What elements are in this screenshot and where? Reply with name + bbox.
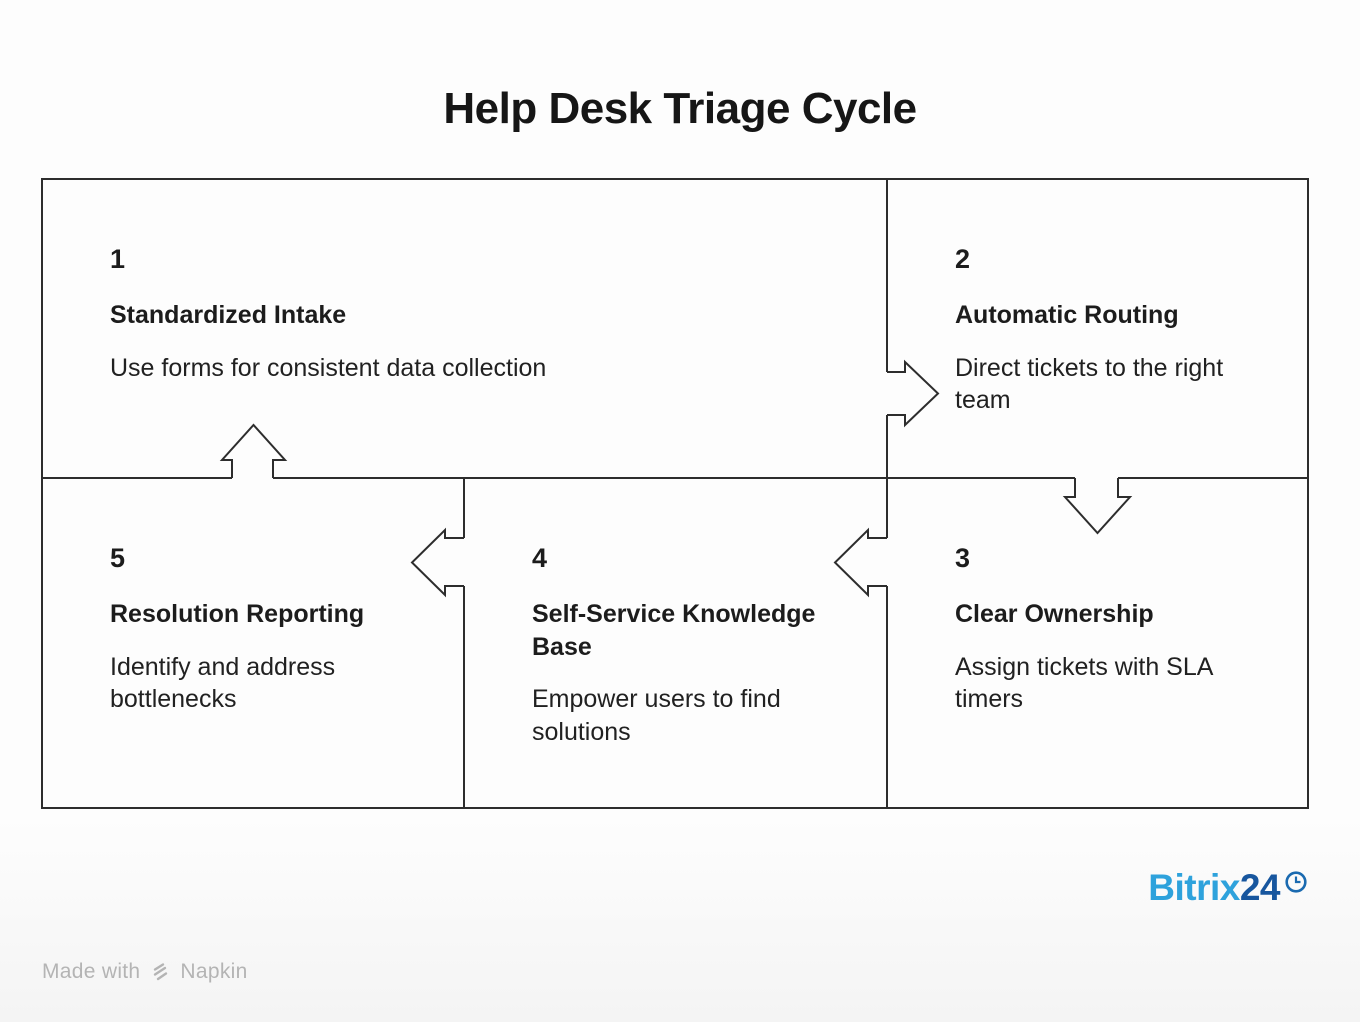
arrow-1-to-2 [887,359,940,428]
clock-icon [1285,871,1307,893]
step-title: Clear Ownership [955,600,1154,628]
made-with-napkin: Made with Napkin [42,960,248,984]
step-title: Resolution Reporting [110,600,365,628]
step-number: 1 [110,244,126,274]
arrow-5-to-1 [219,423,288,478]
bitrix-logo-text: Bitrix [1148,867,1240,908]
step-box-2: 2 Automatic Routing Direct tickets to th… [887,179,1308,417]
step-description: Direct tickets to the right team [955,353,1224,415]
page-title: Help Desk Triage Cycle [443,84,917,133]
arrow-4-to-5 [410,527,464,598]
step-number: 3 [955,543,971,573]
step-description: Assign tickets with SLA timers [955,652,1213,714]
step-title: Automatic Routing [955,301,1179,329]
arrow-2-to-3 [1062,478,1133,535]
step-number: 2 [955,244,971,274]
step-number: 5 [110,543,126,573]
step-box-5: 5 Resolution Reporting Identify and addr… [42,478,464,716]
bitrix-logo-number: 24 [1239,867,1281,908]
step-number: 4 [532,543,548,573]
step-box-1: 1 Standardized Intake Use forms for cons… [42,179,887,384]
step-box-3: 3 Clear Ownership Assign tickets with SL… [887,478,1308,716]
step-description: Identify and address bottlenecks [110,652,336,714]
napkin-label: Napkin [180,960,248,983]
step-description: Empower users to find solutions [532,685,781,746]
napkin-stripes-icon [154,963,168,981]
step-title: Standardized Intake [110,301,347,329]
step-box-4: 4 Self-Service Knowledge Base Empower us… [464,478,887,748]
arrow-3-to-4 [833,527,887,598]
step-description: Use forms for consistent data collection [110,353,547,382]
made-with-label: Made with [42,960,141,983]
step-title: Self-Service Knowledge Base [532,600,816,661]
